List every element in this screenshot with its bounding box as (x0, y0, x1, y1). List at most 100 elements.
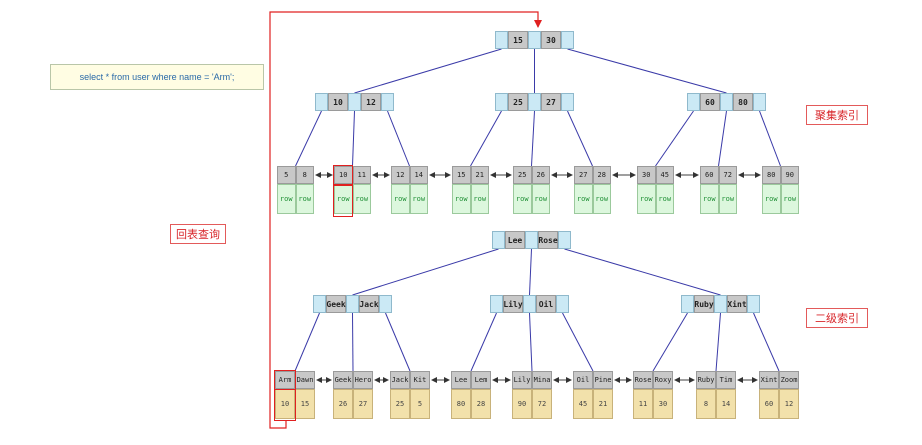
child-pointer (346, 295, 359, 313)
node-key: Xint (727, 295, 747, 313)
node-key: 25 (508, 93, 528, 111)
node-key: 80 (733, 93, 753, 111)
node-key: 15 (508, 31, 528, 49)
highlight-secondary-key (274, 370, 296, 390)
node-key: Lily (503, 295, 523, 313)
tree-edge (562, 312, 594, 372)
leaf-key: Pine (593, 371, 613, 389)
secondary-internal-node: Lily Oil (490, 295, 569, 313)
child-pointer (561, 93, 574, 111)
primary-key-value: 28 (471, 389, 491, 419)
node-key: Geek (326, 295, 346, 313)
child-pointer (523, 295, 536, 313)
row-data: row (452, 184, 471, 214)
clustered-index-label: 聚集索引 (806, 105, 868, 125)
primary-key-value: 8 (696, 389, 716, 419)
tree-edge (753, 312, 780, 372)
child-pointer (558, 231, 571, 249)
primary-key-value: 25 (390, 389, 410, 419)
row-data: row (574, 184, 593, 214)
primary-key-value: 12 (779, 389, 799, 419)
lookup-path-arrow (269, 11, 542, 429)
child-pointer (495, 31, 508, 49)
leaf-key: Xint (759, 371, 779, 389)
child-pointer (687, 93, 700, 111)
primary-key-value: 80 (451, 389, 471, 419)
primary-key-value: 27 (353, 389, 373, 419)
child-pointer (381, 93, 394, 111)
node-key: Ruby (694, 295, 714, 313)
tree-edge (564, 248, 721, 296)
leaf-key: 21 (470, 166, 489, 184)
leaf-key: 27 (574, 166, 593, 184)
node-key: Oil (536, 295, 556, 313)
secondary-index-label: 二级索引 (806, 308, 868, 328)
tree-edge (529, 312, 533, 372)
node-key: Rose (538, 231, 558, 249)
table-lookup-label: 回表查询 (170, 224, 226, 244)
leaf-key: 60 (700, 166, 719, 184)
tree-edge (531, 110, 535, 167)
leaf-key: Lem (471, 371, 491, 389)
child-pointer (753, 93, 766, 111)
leaf-key: 15 (452, 166, 471, 184)
leaf-key: Jack (390, 371, 410, 389)
highlight-clustered-row (333, 185, 353, 217)
row-data: row (391, 184, 410, 214)
clustered-internal-node: 25 27 (495, 93, 574, 111)
leaf-key: Tim (716, 371, 736, 389)
leaf-key: Rose (633, 371, 653, 389)
node-key: 30 (541, 31, 561, 49)
child-pointer (490, 295, 503, 313)
tree-edge (354, 48, 502, 94)
leaf-key: Kit (410, 371, 430, 389)
row-data: row (637, 184, 656, 214)
tree-edge (352, 248, 499, 296)
leaf-key: Lily (512, 371, 532, 389)
node-key: Lee (505, 231, 525, 249)
leaf-key: Lee (451, 371, 471, 389)
primary-key-value: 14 (716, 389, 736, 419)
child-pointer (681, 295, 694, 313)
child-pointer (495, 93, 508, 111)
tree-edge (295, 110, 322, 167)
tree-edge (529, 248, 532, 296)
child-pointer (528, 93, 541, 111)
row-data: row (655, 184, 674, 214)
child-pointer (313, 295, 326, 313)
child-pointer (492, 231, 505, 249)
tree-edge (652, 312, 688, 372)
row-data: row (513, 184, 532, 214)
primary-key-value: 11 (633, 389, 653, 419)
tree-edge (387, 110, 410, 167)
leaf-key: Ruby (696, 371, 716, 389)
row-data: row (531, 184, 550, 214)
row-data: row (592, 184, 611, 214)
child-pointer (525, 231, 538, 249)
row-data: row (277, 184, 296, 214)
row-data: row (718, 184, 737, 214)
leaf-key: 30 (637, 166, 656, 184)
primary-key-value: 45 (573, 389, 593, 419)
secondary-internal-node: Ruby Xint (681, 295, 760, 313)
leaf-key: 80 (762, 166, 781, 184)
leaf-key: 28 (592, 166, 611, 184)
leaf-key: 25 (513, 166, 532, 184)
primary-key-value: 72 (532, 389, 552, 419)
leaf-key: Hero (353, 371, 373, 389)
leaf-key: 12 (391, 166, 410, 184)
node-key: 27 (541, 93, 561, 111)
leaf-key: 5 (277, 166, 296, 184)
